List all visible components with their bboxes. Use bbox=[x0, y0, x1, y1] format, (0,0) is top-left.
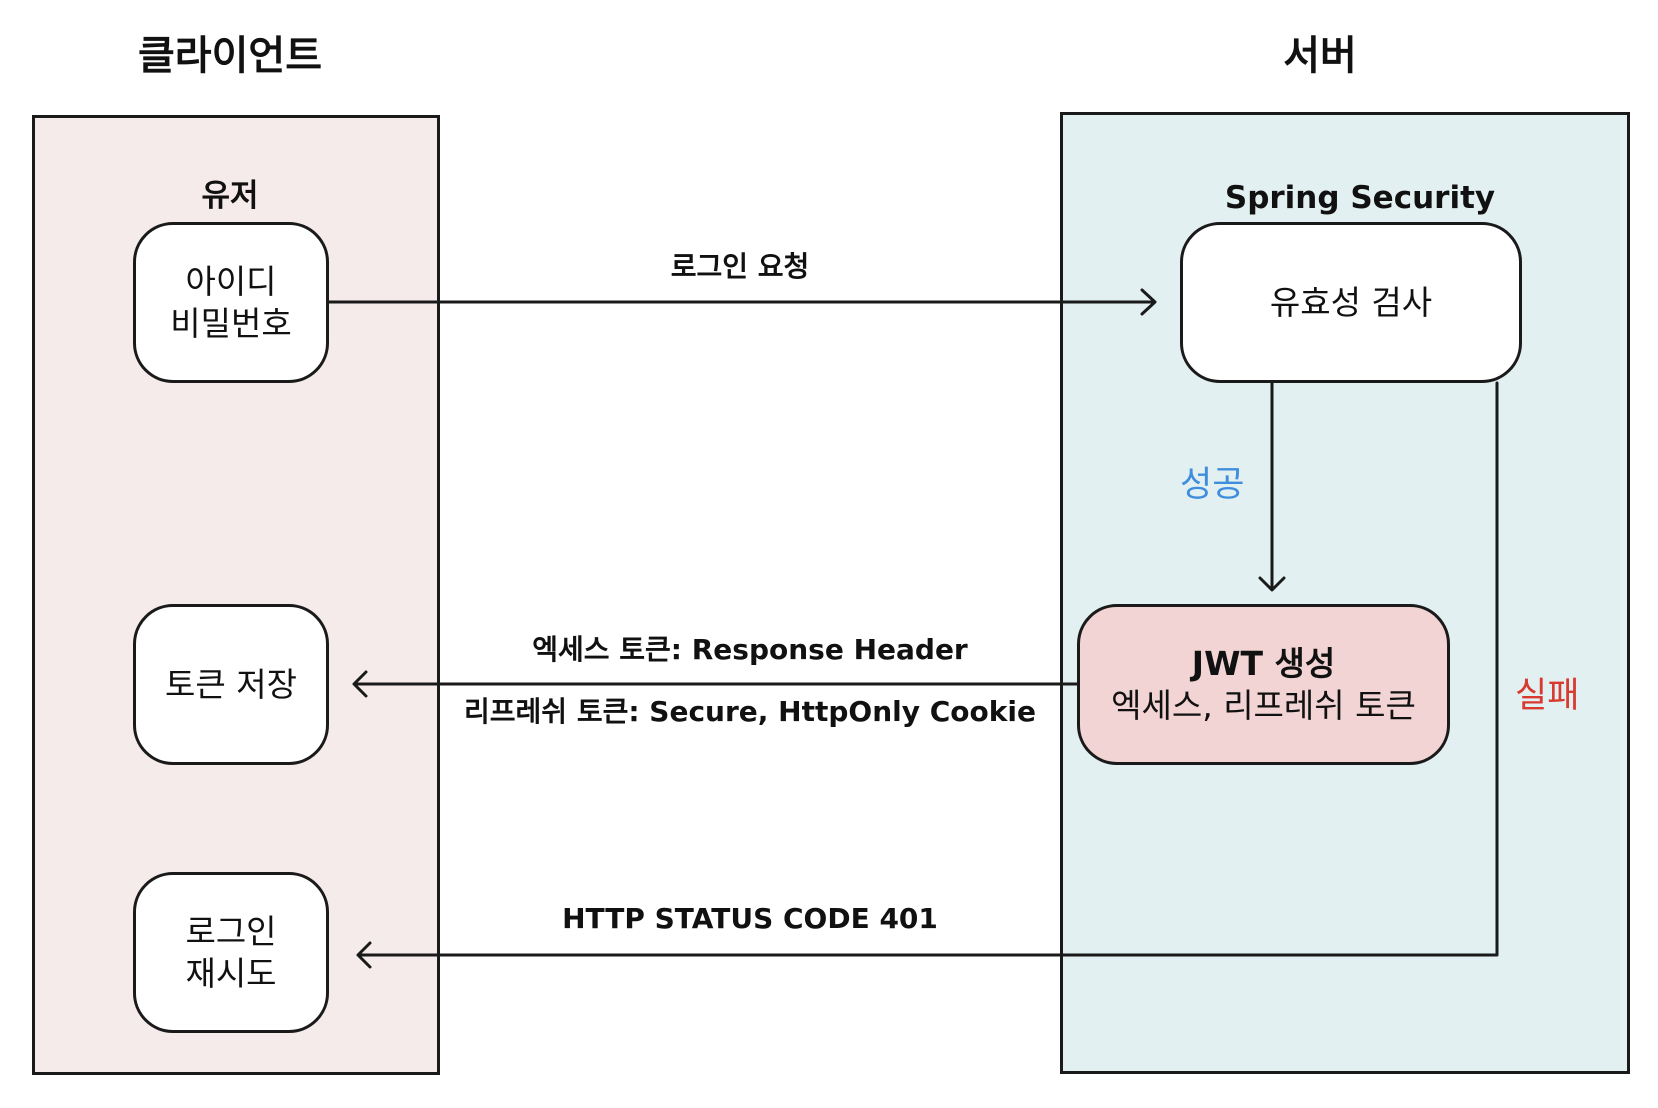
failure-arrowhead bbox=[356, 941, 372, 969]
store-token-node: 토큰 저장 bbox=[133, 604, 329, 765]
spring-security-group-label: Spring Security bbox=[1224, 180, 1496, 216]
jwt-generation-node: JWT 생성 엑세스, 리프레쉬 토큰 bbox=[1077, 604, 1450, 765]
credentials-password-label: 비밀번호 bbox=[170, 303, 292, 343]
login-request-arrowhead bbox=[1140, 288, 1157, 316]
validation-node: 유효성 검사 bbox=[1180, 222, 1522, 383]
login-retry-line1: 로그인 bbox=[185, 911, 277, 951]
unauthorized-label: HTTP STATUS CODE 401 bbox=[562, 902, 938, 935]
validation-label: 유효성 검사 bbox=[1269, 282, 1433, 322]
success-label: 성공 bbox=[1180, 465, 1245, 505]
user-group-label: 유저 bbox=[201, 178, 259, 214]
jwt-generation-title: JWT 생성 bbox=[1191, 643, 1336, 683]
token-delivery-arrowhead bbox=[352, 670, 368, 698]
access-token-label: 엑세스 토큰: Response Header bbox=[532, 633, 968, 666]
success-arrowhead bbox=[1258, 576, 1286, 592]
client-column-title: 클라이언트 bbox=[138, 33, 322, 79]
login-request-label: 로그인 요청 bbox=[670, 250, 810, 283]
store-token-label: 토큰 저장 bbox=[165, 664, 297, 704]
login-retry-line2: 재시도 bbox=[185, 953, 277, 993]
failure-label: 실패 bbox=[1515, 676, 1580, 716]
credentials-id-label: 아이디 bbox=[185, 261, 277, 301]
credentials-node: 아이디 비밀번호 bbox=[133, 222, 329, 383]
refresh-token-label: 리프레쉬 토큰: Secure, HttpOnly Cookie bbox=[464, 695, 1036, 728]
server-column-title: 서버 bbox=[1283, 33, 1357, 79]
jwt-generation-subtitle: 엑세스, 리프레쉬 토큰 bbox=[1111, 685, 1416, 725]
login-retry-node: 로그인 재시도 bbox=[133, 872, 329, 1033]
failure-path bbox=[358, 381, 1499, 957]
